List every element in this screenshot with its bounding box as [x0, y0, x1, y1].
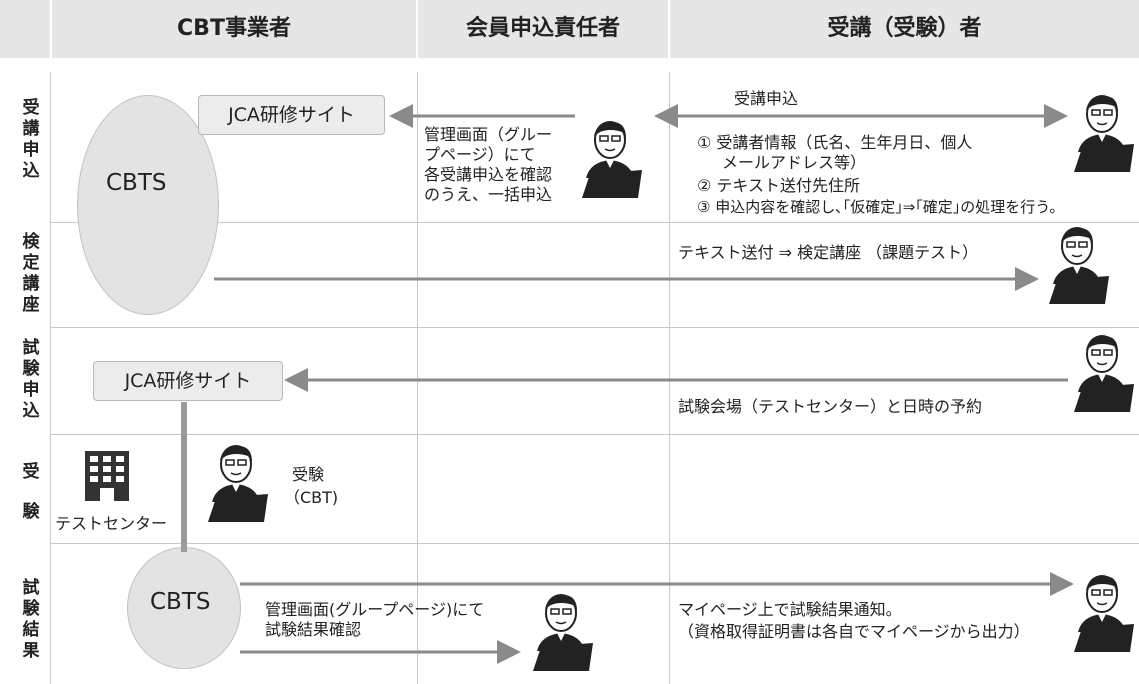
person-icon-student-row1: [1068, 92, 1138, 178]
result-admin-2: 試験結果確認: [265, 620, 362, 639]
exam-reservation-label: 試験会場（テストセンター）と日時の予約: [678, 397, 983, 416]
cbts-oval-top: [77, 95, 219, 315]
jca-site-box-1: JCA研修サイト: [198, 95, 385, 135]
result-admin-1: 管理画面(グループページ)にて: [265, 600, 485, 619]
grid-vline-1: [417, 72, 418, 684]
result-notice-2: （資格取得証明書は各自でマイページから出力）: [678, 622, 1030, 641]
apply-item-2: ② テキスト送付先住所: [697, 176, 860, 195]
row-label-result: 試験結果: [22, 578, 40, 661]
admin-text-2: プページ）にて: [424, 145, 536, 164]
grid-hline-4: [50, 543, 1139, 544]
header-cbt-title: CBT事業者: [177, 16, 291, 41]
person-icon-student-row2: [1043, 224, 1113, 310]
grid-hline-1: [50, 222, 1139, 223]
cbts-label-top: CBTS: [106, 170, 167, 196]
admin-text-4: のうえ、一括申込: [424, 185, 553, 204]
building-icon: [84, 450, 130, 506]
person-icon-exam-row4: [202, 442, 272, 528]
admin-text-3: 各受講申込を確認: [424, 165, 553, 184]
grid-hline-2: [50, 327, 1139, 328]
person-icon-manager-row1: [576, 118, 646, 204]
admin-text-1: 管理画面（グルー: [424, 125, 553, 144]
site-to-cbts-connector: [181, 402, 187, 552]
header-col-manager: [418, 0, 668, 58]
cbts-oval-bottom: [127, 547, 241, 669]
apply-item-1a: ① 受講者情報（氏名、生年月日、個人: [697, 133, 973, 152]
header-corner: [0, 0, 50, 58]
course-label: テキスト送付 ⇒ 検定講座 （課題テスト）: [678, 243, 979, 262]
exam-cbt-label-2: （CBT): [284, 488, 339, 507]
header-student-title: 受講（受験）者: [827, 16, 982, 41]
apply-item-1b: メールアドレス等）: [722, 153, 867, 172]
row-label-apply-course: 受講申込: [22, 98, 40, 181]
apply-item-3: ③ 申込内容を確認し､｢仮確定｣⇒｢確定｣の処理を行う。: [697, 198, 1065, 216]
apply-arrow-label: 受講申込: [734, 89, 799, 108]
grid-vline-label: [50, 72, 51, 684]
result-notice-1: マイページ上で試験結果通知。: [678, 600, 902, 619]
jca-site-box-2: JCA研修サイト: [93, 361, 283, 401]
person-icon-student-row5: [1068, 572, 1138, 658]
cbts-label-bottom: CBTS: [150, 589, 211, 615]
header-manager-title: 会員申込責任者: [465, 16, 620, 41]
header-col-student: [670, 0, 1139, 58]
grid-hline-3: [50, 434, 1139, 435]
header-col-cbt: [52, 0, 416, 58]
row-label-exam-a: 受: [22, 462, 40, 482]
row-label-apply-exam: 試験申込: [22, 338, 40, 421]
person-icon-manager-row5: [527, 591, 597, 677]
test-center-label: テストセンター: [55, 514, 168, 533]
grid-vline-2: [669, 72, 670, 684]
row-label-exam-b: 験: [22, 502, 40, 522]
person-icon-student-row3: [1068, 332, 1138, 418]
row-label-course: 検定講座: [22, 232, 40, 315]
exam-cbt-label-1: 受験: [292, 465, 325, 484]
